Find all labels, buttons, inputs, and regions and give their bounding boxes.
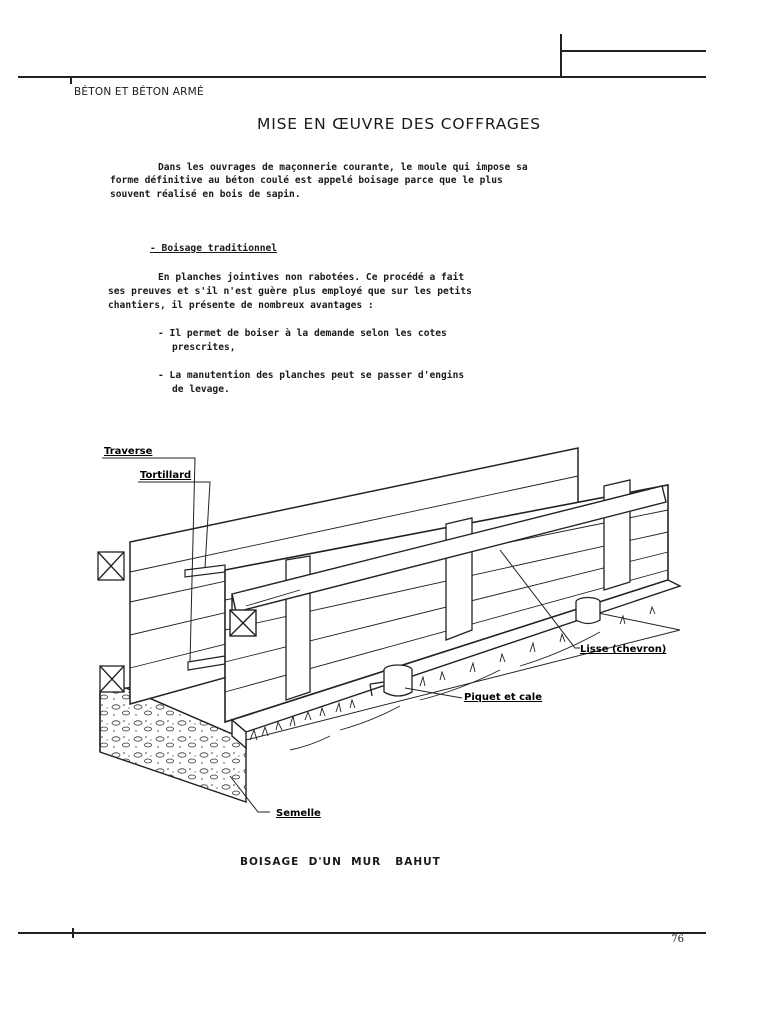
intro-line-2: forme définitive au béton coulé est appe… xyxy=(110,175,503,186)
footer-tick xyxy=(72,928,74,938)
header-tick xyxy=(70,76,72,84)
label-semelle: Semelle xyxy=(276,808,321,819)
header-box-rule xyxy=(560,50,706,52)
figure-caption: BOISAGE D'UN MUR BAHUT xyxy=(240,856,441,868)
formwork-illustration: Traverse Tortillard Lisse (chevron) Piqu… xyxy=(97,446,682,819)
bullet-1-line-2: prescrites, xyxy=(172,342,236,353)
bullet-2-line-2: de levage. xyxy=(172,384,230,395)
leader-lines xyxy=(102,457,580,813)
label-traverse: Traverse xyxy=(104,446,153,457)
page-title: MISE EN ŒUVRE DES COFFRAGES xyxy=(257,115,541,133)
intro-line-1: Dans les ouvrages de maçonnerie courante… xyxy=(158,162,528,173)
label-lisse: Lisse (chevron) xyxy=(580,644,666,655)
section-para-line-2: ses preuves et s'il n'est guère plus emp… xyxy=(108,286,472,297)
label-tortillard: Tortillard xyxy=(140,470,191,481)
back-crossbeam-ends xyxy=(97,551,125,693)
intro-line-3: souvent réalisé en bois de sapin. xyxy=(110,189,301,200)
section-heading: - Boisage traditionnel xyxy=(150,243,278,254)
section-para-line-3: chantiers, il présente de nombreux avant… xyxy=(108,300,374,311)
lisse-chevron xyxy=(229,485,667,637)
bullet-2-line-1: - La manutention des planches peut se pa… xyxy=(158,370,465,381)
page-number: 76 xyxy=(671,934,684,945)
header-running-title: BÉTON ET BÉTON ARMÉ xyxy=(74,86,204,98)
header-rule xyxy=(18,76,706,78)
bottom-plank xyxy=(230,579,682,750)
piquet-et-cale xyxy=(369,596,601,697)
footer-rule xyxy=(18,932,706,934)
header-box-left-edge xyxy=(560,34,562,77)
label-piquet: Piquet et cale xyxy=(464,692,542,703)
section-para-line-1: En planches jointives non rabotées. Ce p… xyxy=(158,272,465,283)
bullet-1-line-1: - Il permet de boiser à la demande selon… xyxy=(158,328,447,339)
ground-grass xyxy=(249,605,656,751)
